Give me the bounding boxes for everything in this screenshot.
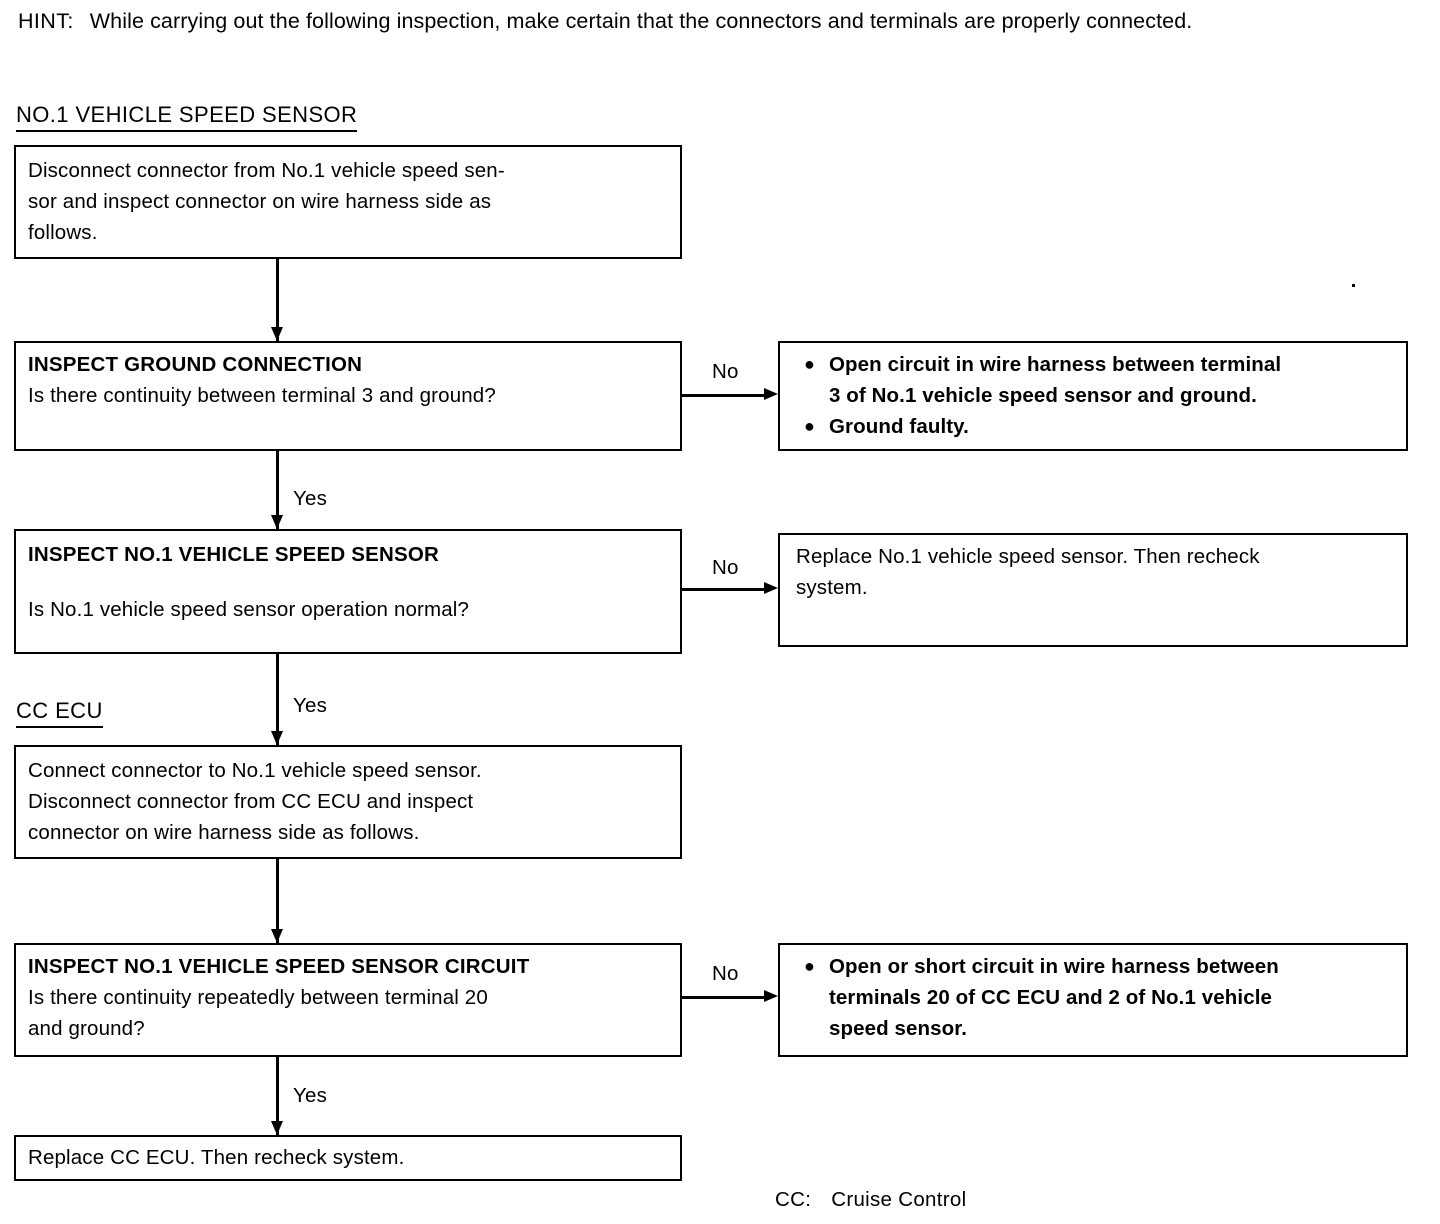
decision-title: INSPECT NO.1 VEHICLE SPEED SENSOR xyxy=(28,543,439,566)
result-bullet-line: 3 of No.1 vehicle speed sensor and groun… xyxy=(829,384,1257,407)
step-text-line: follows. xyxy=(28,221,98,244)
decision-title: INSPECT GROUND CONNECTION xyxy=(28,353,363,376)
footnote-meaning: Cruise Control xyxy=(831,1188,967,1211)
bullet-icon: ● xyxy=(804,354,815,374)
step-text-line: Connect connector to No.1 vehicle speed … xyxy=(28,759,482,782)
edge-label-no: No xyxy=(712,556,739,579)
hint-text: While carrying out the following inspect… xyxy=(89,9,1193,33)
decision-question: Is No.1 vehicle speed sensor operation n… xyxy=(28,598,470,621)
result-bullet-line: Open or short circuit in wire harness be… xyxy=(829,955,1279,978)
edge-label-no: No xyxy=(712,962,739,985)
connector-line-horizontal xyxy=(682,588,764,591)
result-bullet-line: Ground faulty. xyxy=(829,415,969,438)
result-bullet-line: terminals 20 of CC ECU and 2 of No.1 veh… xyxy=(829,986,1272,1009)
result-box-ground-connection-fault: ● Open circuit in wire harness between t… xyxy=(778,341,1408,451)
connector-line-vertical xyxy=(276,654,279,745)
result-bullet-line: speed sensor. xyxy=(829,1017,968,1040)
section-heading-no1-vehicle-speed-sensor: NO.1 VEHICLE SPEED SENSOR xyxy=(16,102,358,132)
step-text-line: sor and inspect connector on wire harnes… xyxy=(28,190,492,213)
arrowhead-right xyxy=(764,990,778,1002)
edge-label-yes: Yes xyxy=(293,487,328,510)
result-bullet-item: ● Ground faulty. xyxy=(798,411,1398,442)
connector-line-horizontal xyxy=(682,394,764,397)
step-box-disconnect-connector: Disconnect connector from No.1 vehicle s… xyxy=(14,145,682,259)
edge-label-no: No xyxy=(712,360,739,383)
step-text-line: Disconnect connector from No.1 vehicle s… xyxy=(28,159,505,182)
arrowhead-down xyxy=(271,1121,283,1135)
decision-title: INSPECT NO.1 VEHICLE SPEED SENSOR CIRCUI… xyxy=(28,955,530,978)
decision-question: Is there continuity between terminal 3 a… xyxy=(28,384,496,407)
result-text-line: Replace No.1 vehicle speed sensor. Then … xyxy=(796,545,1260,568)
result-box-replace-speed-sensor: Replace No.1 vehicle speed sensor. Then … xyxy=(778,533,1408,647)
step-text-line: Disconnect connector from CC ECU and ins… xyxy=(28,790,474,813)
result-text-line: Replace CC ECU. Then recheck system. xyxy=(28,1146,405,1169)
footnote-abbreviation: CC: Cruise Control xyxy=(775,1188,966,1212)
result-bullet-continuation: terminals 20 of CC ECU and 2 of No.1 veh… xyxy=(798,982,1398,1013)
arrowhead-down xyxy=(271,515,283,529)
hint-paragraph: HINT: While carrying out the following in… xyxy=(18,6,1428,37)
bullet-icon: ● xyxy=(804,416,815,436)
connector-line-vertical xyxy=(276,259,279,341)
decision-question: Is there continuity repeatedly between t… xyxy=(28,986,488,1009)
connector-line-vertical xyxy=(276,1057,279,1135)
connector-line-vertical xyxy=(276,859,279,943)
hint-label: HINT: xyxy=(18,9,74,33)
edge-label-yes: Yes xyxy=(293,1084,328,1107)
edge-label-yes: Yes xyxy=(293,694,328,717)
result-bullet-item: ● Open or short circuit in wire harness … xyxy=(798,951,1398,982)
decision-question-continuation: and ground? xyxy=(28,1017,145,1040)
arrowhead-down xyxy=(271,731,283,745)
result-box-replace-cc-ecu: Replace CC ECU. Then recheck system. xyxy=(14,1135,682,1181)
connector-line-vertical xyxy=(276,451,279,529)
result-text-line: system. xyxy=(796,576,868,599)
result-bullet-line: Open circuit in wire harness between ter… xyxy=(829,353,1282,376)
footnote-abbrev: CC: xyxy=(775,1188,812,1211)
result-bullet-continuation: 3 of No.1 vehicle speed sensor and groun… xyxy=(798,380,1398,411)
arrowhead-down xyxy=(271,327,283,341)
arrowhead-right xyxy=(764,582,778,594)
result-box-circuit-open-or-short: ● Open or short circuit in wire harness … xyxy=(778,943,1408,1057)
step-box-connect-connector-cc-ecu: Connect connector to No.1 vehicle speed … xyxy=(14,745,682,859)
decision-box-inspect-no1-vehicle-speed-sensor-circuit: INSPECT NO.1 VEHICLE SPEED SENSOR CIRCUI… xyxy=(14,943,682,1057)
decision-box-inspect-no1-vehicle-speed-sensor: INSPECT NO.1 VEHICLE SPEED SENSOR Is No.… xyxy=(14,529,682,654)
decision-box-inspect-ground-connection: INSPECT GROUND CONNECTION Is there conti… xyxy=(14,341,682,451)
bullet-icon: ● xyxy=(804,956,815,976)
arrowhead-right xyxy=(764,388,778,400)
result-bullet-continuation: speed sensor. xyxy=(798,1013,1398,1044)
arrowhead-down xyxy=(271,929,283,943)
step-text-line: connector on wire harness side as follow… xyxy=(28,821,420,844)
result-bullet-item: ● Open circuit in wire harness between t… xyxy=(798,349,1398,380)
scan-artifact xyxy=(1352,284,1355,287)
section-heading-cc-ecu: CC ECU xyxy=(16,698,103,728)
connector-line-horizontal xyxy=(682,996,764,999)
